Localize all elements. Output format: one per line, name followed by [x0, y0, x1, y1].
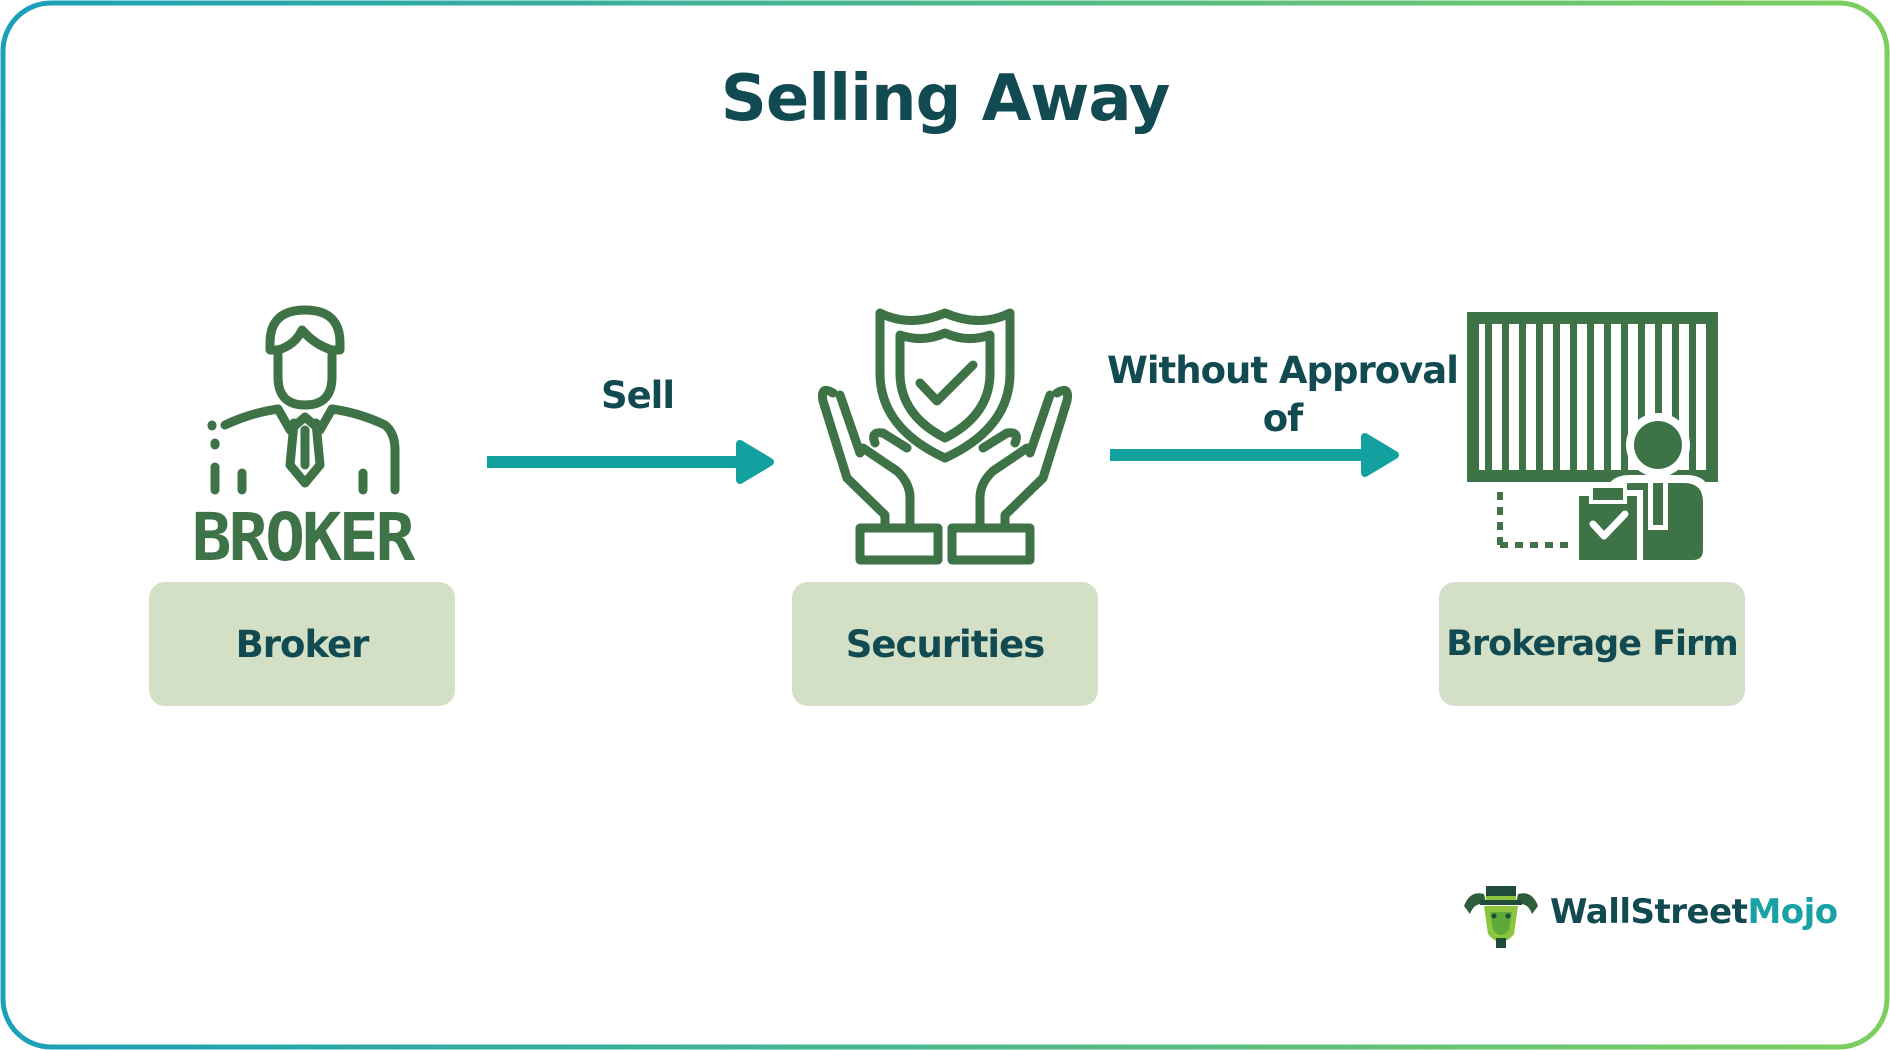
diagram-title: Selling Away [720, 62, 1171, 136]
broker-icon-text: BROKER [192, 499, 416, 570]
brand-name-part1: WallStreet [1550, 892, 1748, 932]
edge-label-line1: Without Approval [1107, 349, 1459, 392]
broker-person-icon: BROKER [192, 305, 418, 570]
edge-label-line2: of [1262, 397, 1304, 440]
brand-name: WallStreetMojo [1550, 892, 1838, 932]
node-securities-label: Securities [792, 582, 1098, 706]
brand-name-part2: Mojo [1747, 892, 1838, 932]
node-broker-label: Broker [149, 582, 455, 706]
building-person-clipboard-icon [1467, 312, 1718, 562]
arrow-without-approval [1110, 433, 1399, 477]
hands-shield-check-icon [818, 308, 1072, 565]
node-brokerage-firm-label: Brokerage Firm [1439, 582, 1745, 706]
edge-label-sell: Sell [600, 374, 675, 417]
arrow-sell [487, 440, 774, 484]
wallstreetmojo-bull-logo-icon [1464, 886, 1538, 948]
edge-label-without-approval: Without Approval of [1100, 347, 1465, 443]
brand-logo: WallStreetMojo [1460, 872, 1838, 952]
